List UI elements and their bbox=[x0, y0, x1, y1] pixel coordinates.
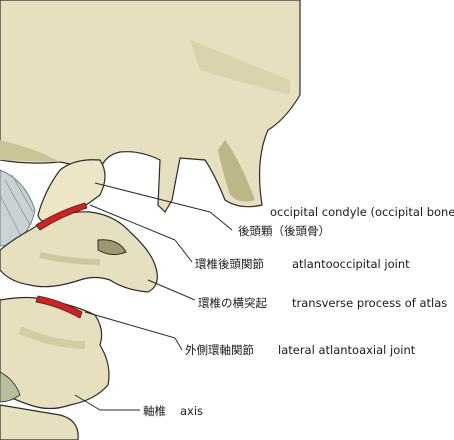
label-transverse-process-jp: 環椎の横突起 bbox=[198, 296, 267, 310]
leader-lines bbox=[74, 182, 233, 411]
label-lateral-atlantoaxial-joint-en: lateral atlantoaxial joint bbox=[278, 343, 416, 357]
lateral-atlantoaxial-joint-cartilage bbox=[35, 295, 83, 319]
occipital-bone bbox=[0, 0, 301, 213]
label-occipital-condyle-en: occipital condyle (occipital bone) bbox=[270, 205, 454, 219]
label-occipital-condyle-jp: 後頭顆（後頭骨） bbox=[238, 224, 330, 238]
label-transverse-process-en: transverse process of atlas bbox=[292, 296, 448, 310]
label-axis-en: axis bbox=[180, 404, 204, 418]
label-axis-jp: 軸椎 bbox=[143, 404, 166, 418]
label-lateral-atlantoaxial-joint-jp: 外側環軸関節 bbox=[185, 343, 254, 357]
label-atlantooccipital-joint-jp: 環椎後頭関節 bbox=[195, 257, 264, 271]
atlantooccipital-joint-cartilage bbox=[35, 202, 88, 231]
atlas-vertebra bbox=[0, 211, 158, 293]
label-atlantooccipital-joint-en: atlantooccipital joint bbox=[292, 257, 410, 271]
